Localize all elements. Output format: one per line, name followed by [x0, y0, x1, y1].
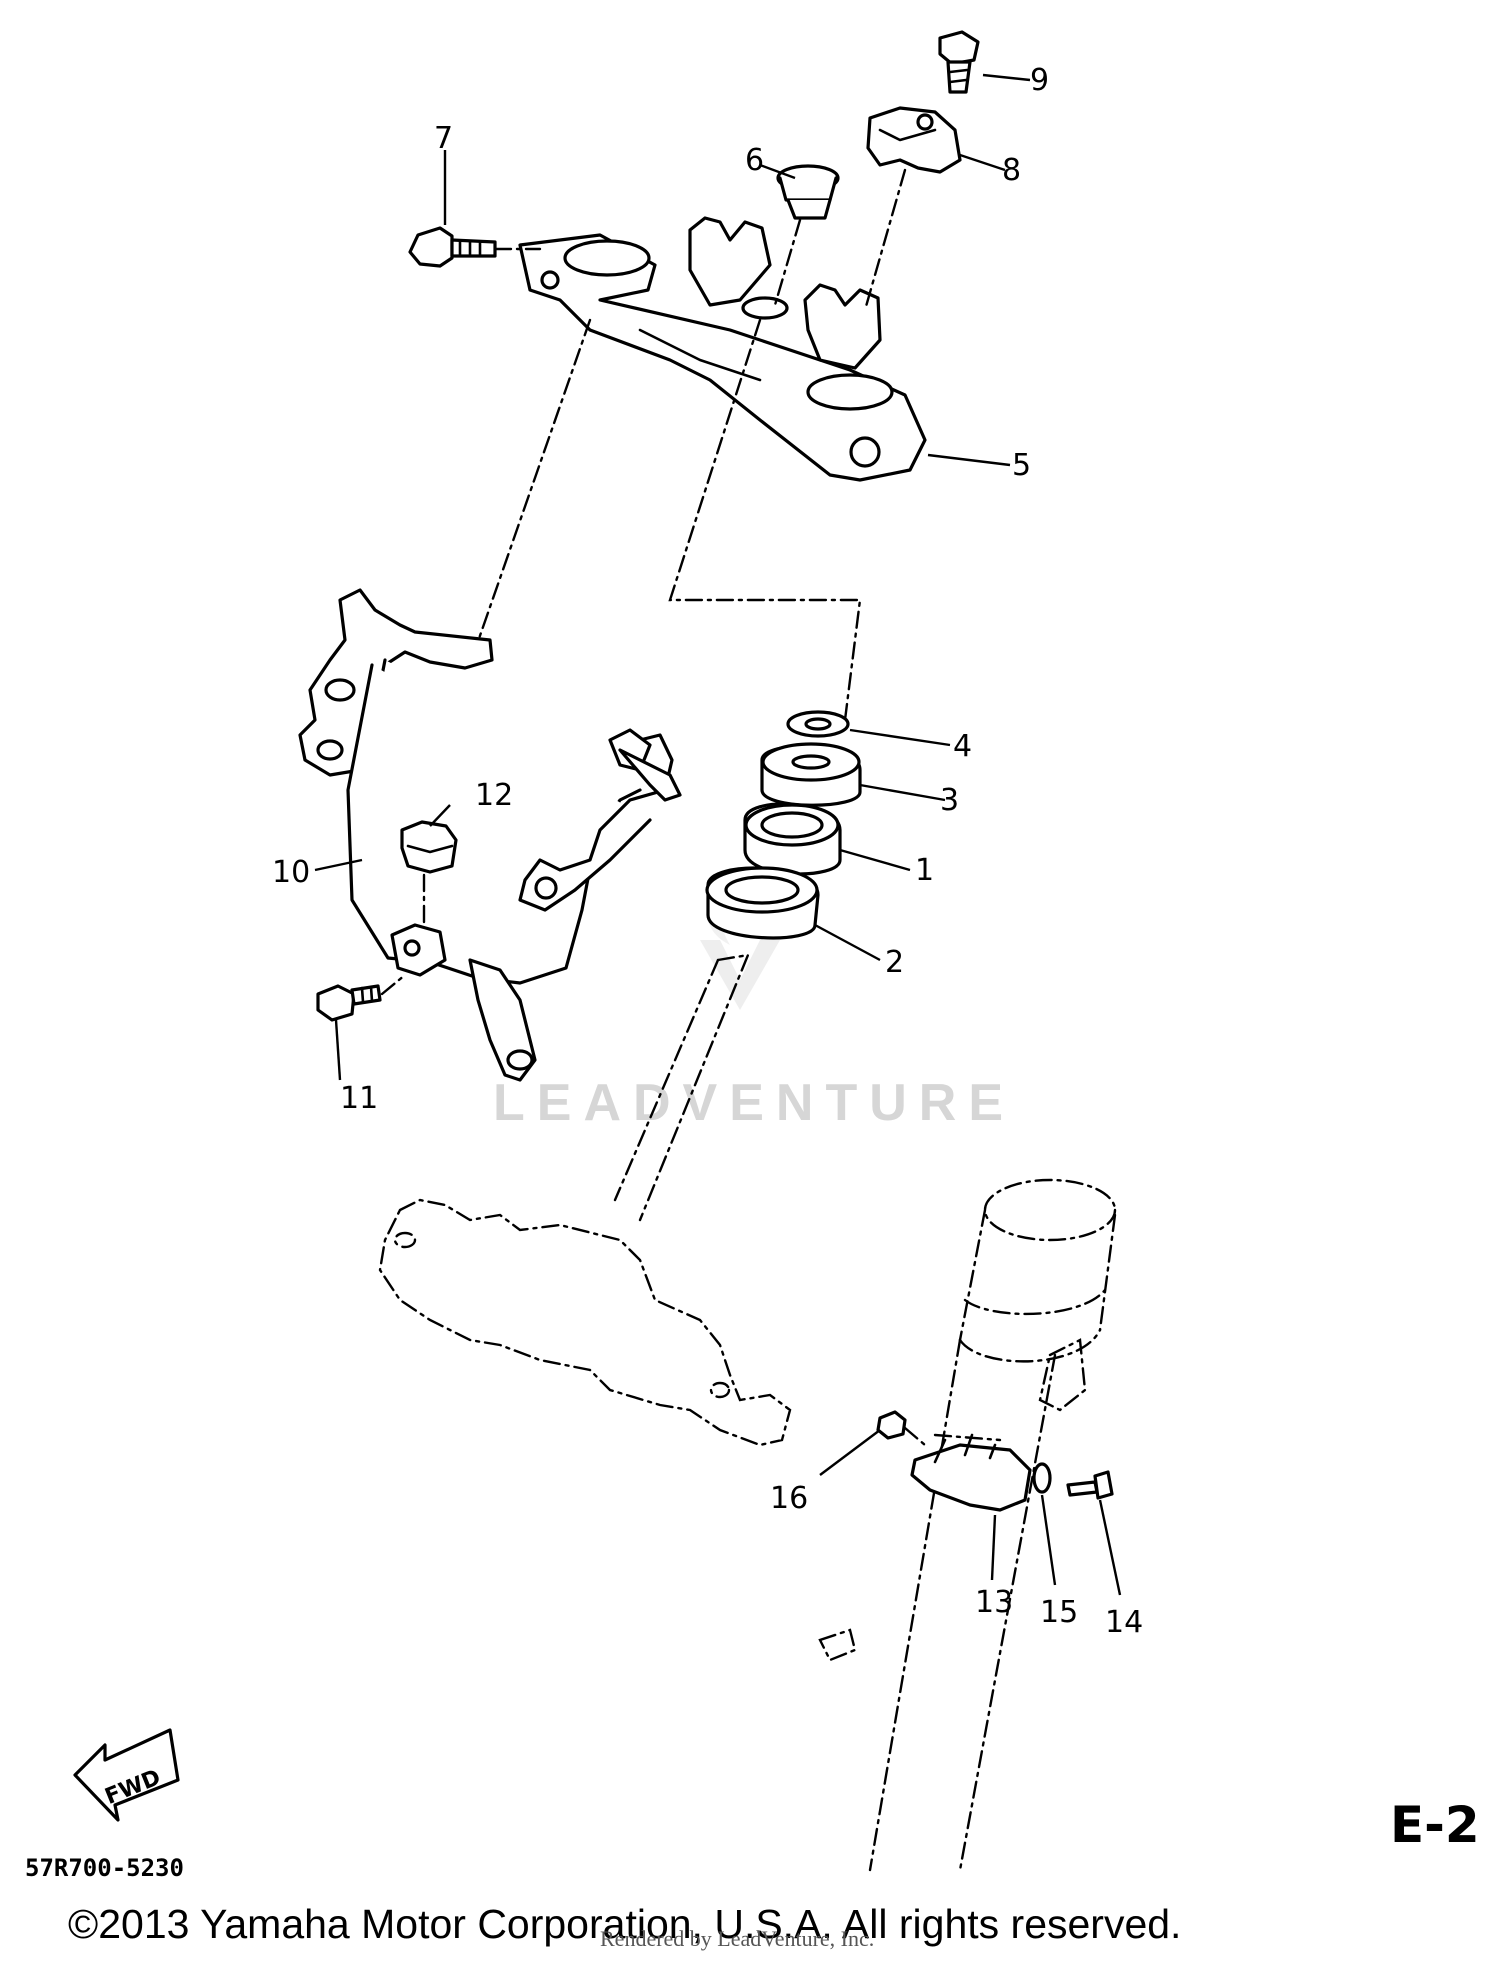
copyright-notice: ©2013 Yamaha Motor Corporation, U.S.A. A…: [68, 1901, 1181, 1947]
callout-4: 4: [953, 729, 972, 764]
diagram-code: 57R700-5230: [25, 1854, 184, 1882]
callout-3: 3: [940, 783, 959, 818]
part-4-ring-nut: [786, 710, 850, 738]
part-5-upper-bracket: [518, 216, 927, 482]
callout-16: 16: [770, 1481, 808, 1516]
assembly-line-16: [903, 1426, 927, 1447]
part-10-clamp-block: [390, 923, 447, 977]
part-8-handlebar-holder: [866, 106, 962, 174]
assembly-line-11: [380, 973, 407, 996]
leader-lines: [314, 73, 1122, 1596]
assembly-lines-upper: [473, 168, 907, 722]
callout-13: 13: [975, 1585, 1013, 1620]
fwd-arrow: FWD: [73, 1728, 180, 1822]
fork-tube-outline: [818, 1178, 1117, 1872]
callout-11: 11: [340, 1081, 378, 1116]
part-1-bearing: [743, 802, 842, 876]
callout-10: 10: [272, 855, 310, 890]
callout-12: 12: [475, 778, 513, 813]
callout-1: 1: [915, 853, 934, 888]
rendered-by-credit: Rendered by LeadVenture, Inc.: [600, 1926, 874, 1951]
part-6-cap-bolt: [776, 164, 840, 220]
callout-2: 2: [885, 945, 904, 980]
callout-7: 7: [434, 121, 453, 156]
part-callouts: 9 8 6 7 5 4 3 1 2 12 10 11 16 13 15 14: [272, 63, 1143, 1640]
part-15-washer: [1032, 1462, 1052, 1494]
watermark-text: LEADVENTURE: [493, 1074, 1015, 1132]
part-14-screw: [1066, 1470, 1114, 1500]
part-7-pinch-bolt: [408, 226, 497, 268]
callout-9: 9: [1030, 63, 1049, 98]
part-13-cable-guide: [910, 1433, 1032, 1512]
part-16-nut: [876, 1410, 907, 1440]
steering-stem-outline: [378, 953, 792, 1447]
part-9-bolt: [938, 30, 980, 94]
part-2-bearing: [705, 866, 820, 940]
callout-6: 6: [745, 143, 764, 178]
callout-8: 8: [1002, 153, 1021, 188]
part-11-bolt: [316, 984, 382, 1022]
part-12-grommet: [400, 820, 458, 874]
callout-15: 15: [1040, 1595, 1078, 1630]
part-10-bracket: [298, 588, 682, 1082]
callout-14: 14: [1105, 1605, 1143, 1640]
callout-5: 5: [1012, 448, 1031, 483]
plate-id: E-2: [1390, 1796, 1480, 1854]
part-3-washer: [760, 742, 862, 807]
